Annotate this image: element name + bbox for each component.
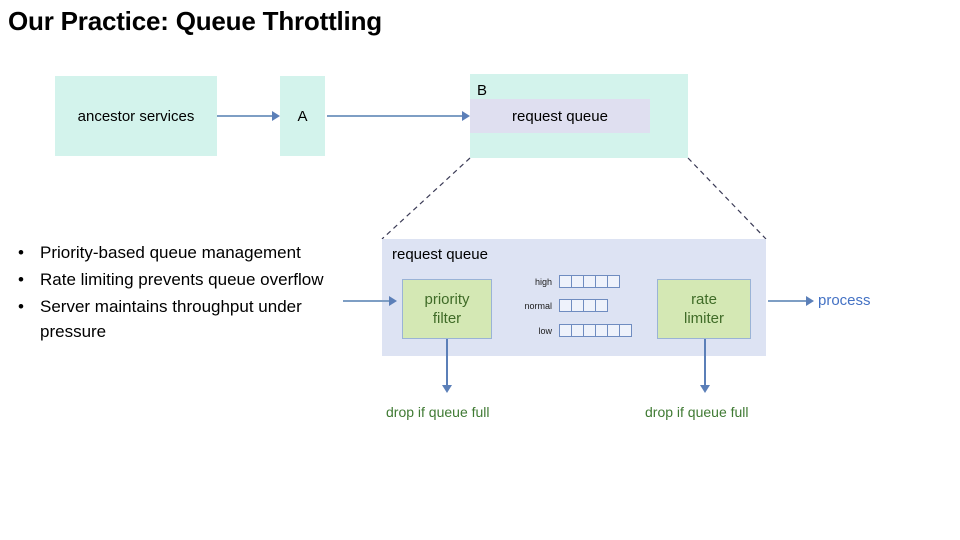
queue-label-high: high [534,276,552,287]
node-rate-limiter-line2: limiter [684,310,724,327]
node-priority-filter-line1: priority [424,291,470,308]
arrow-drop-left-head-icon [442,385,452,393]
list-item-text: Server maintains throughput under pressu… [40,297,302,341]
arrow-ancestor-to-a-head-icon [272,111,280,121]
queue-label-low: low [538,325,552,336]
detail-panel-title: request queue [392,246,488,263]
dashed-line-right [687,157,767,240]
queue-row-normal: normal [508,299,608,312]
arrow-into-priority-filter-head-icon [389,296,397,306]
queue-cells-normal [559,299,608,312]
arrow-process-line [768,300,808,302]
page-title: Our Practice: Queue Throttling [8,6,382,36]
arrow-drop-right-line [704,339,706,387]
arrow-ancestor-to-a-line [217,115,274,117]
node-priority-filter[interactable]: priority filter [402,279,492,339]
bullet-marker-icon: • [18,270,24,289]
arrow-a-to-b-head-icon [462,111,470,121]
node-rate-limiter[interactable]: rate limiter [657,279,751,339]
label-process: process [818,292,871,309]
node-b-request-queue-chip[interactable]: request queue [470,99,650,133]
arrow-drop-left-line [446,339,448,387]
arrow-drop-right-head-icon [700,385,710,393]
dashed-line-left [381,157,471,240]
queue-label-normal: normal [524,300,552,311]
bullet-list: • Priority-based queue management • Rate… [18,240,358,346]
queue-cell [595,299,608,312]
arrow-process-head-icon [806,296,814,306]
bullet-marker-icon: • [18,297,24,316]
caption-drop-left: drop if queue full [386,404,490,420]
queue-row-low: low [508,324,632,337]
queue-cell [607,275,620,288]
node-priority-filter-line2: filter [432,310,462,327]
node-b-tag: B [477,82,488,99]
node-ancestor-services-label: ancestor services [77,107,195,125]
caption-drop-right: drop if queue full [645,404,749,420]
bullet-marker-icon: • [18,243,24,262]
list-item: • Rate limiting prevents queue overflow [18,267,358,292]
queue-cell [619,324,632,337]
node-ancestor-services[interactable]: ancestor services [55,76,217,156]
queue-cells-low [559,324,632,337]
arrow-into-priority-filter-line [343,300,391,302]
list-item-text: Rate limiting prevents queue overflow [40,270,324,289]
list-item-text: Priority-based queue management [40,243,301,262]
queue-row-high: high [508,275,620,288]
node-a[interactable]: A [280,76,325,156]
list-item: • Server maintains throughput under pres… [18,294,358,344]
node-rate-limiter-line1: rate [691,291,717,308]
list-item: • Priority-based queue management [18,240,358,265]
node-a-label: A [297,107,308,125]
queue-cells-high [559,275,620,288]
arrow-a-to-b-line [327,115,464,117]
